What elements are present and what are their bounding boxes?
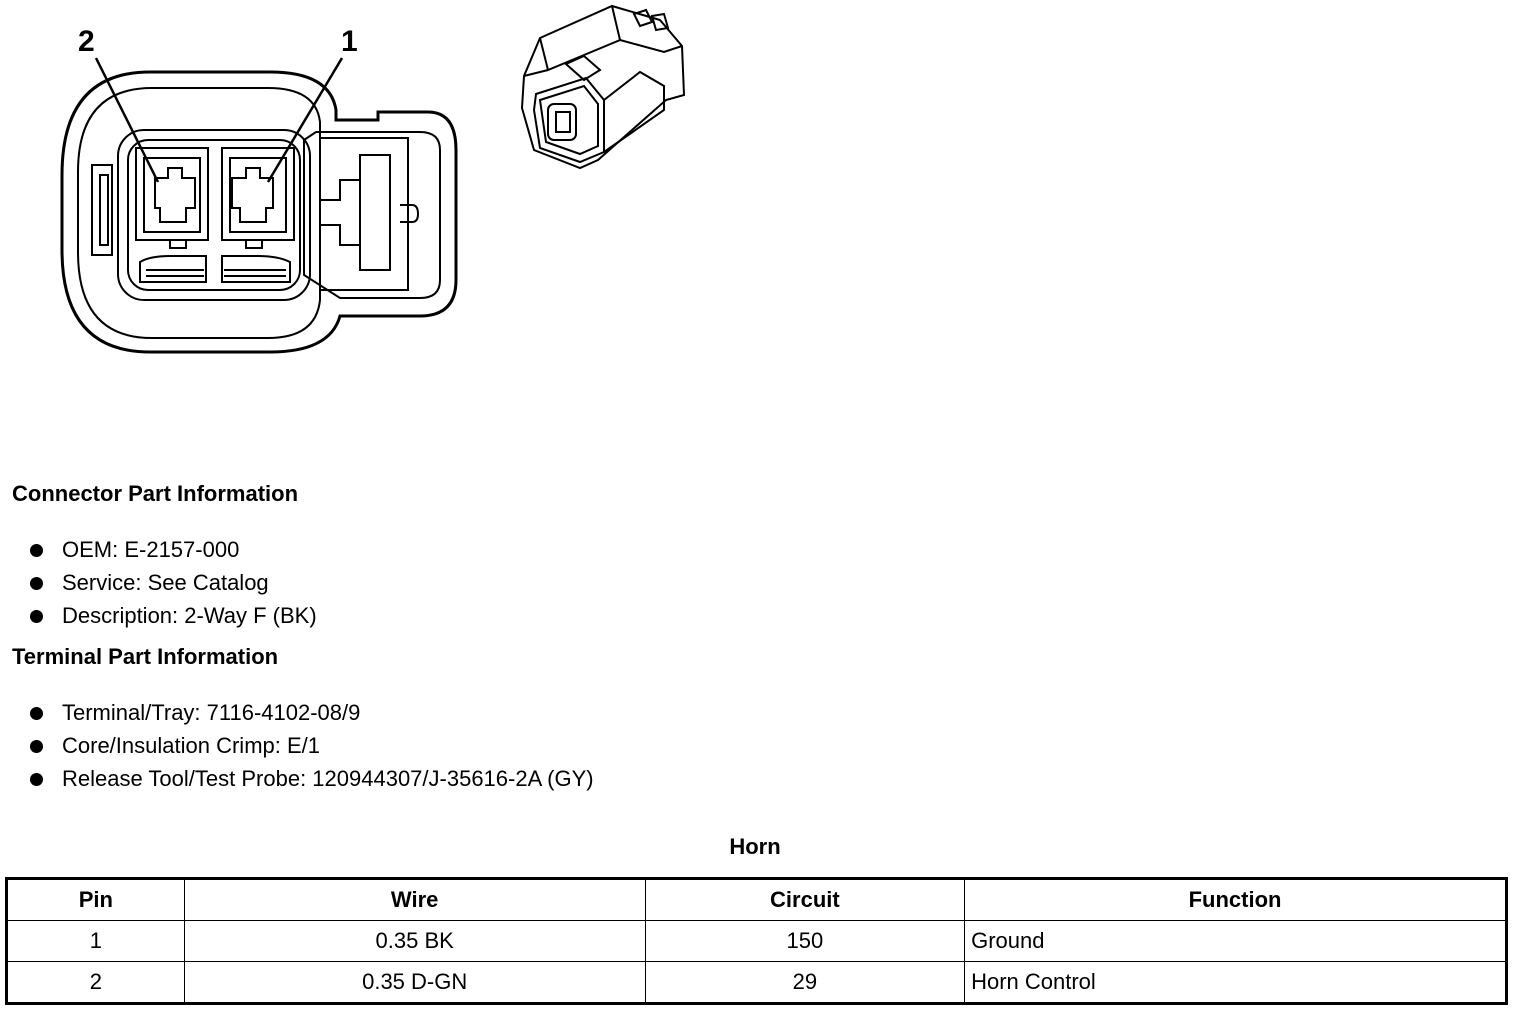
- column-header-wire: Wire: [183, 878, 646, 921]
- bullet-icon: [30, 707, 43, 720]
- connector-diagram: [60, 4, 686, 354]
- list-item: Service: See Catalog: [30, 566, 317, 599]
- list-item: OEM: E-2157-000: [30, 533, 317, 566]
- column-header-pin: Pin: [6, 878, 185, 921]
- terminal-part-info-heading: Terminal Part Information: [12, 644, 279, 669]
- pin-1-leader: [266, 57, 344, 183]
- pin-2-label: 2: [78, 25, 95, 58]
- bullet-icon: [30, 577, 43, 590]
- cell-circuit: 150: [644, 920, 966, 962]
- cell-function: Horn Control: [964, 961, 1507, 1004]
- cell-wire: 0.35 D-GN: [183, 961, 646, 1004]
- bullet-icon: [30, 610, 43, 623]
- connector-face-view: [60, 70, 458, 354]
- list-item: Core/Insulation Crimp: E/1: [30, 729, 594, 762]
- connector-part-info-list: OEM: E-2157-000 Service: See Catalog Des…: [30, 533, 317, 632]
- terminal-part-info-list: Terminal/Tray: 7116-4102-08/9 Core/Insul…: [30, 696, 594, 795]
- pinout-table: Pin Wire Circuit Function 1 0.35 BK 150 …: [5, 877, 1508, 1005]
- bullet-icon: [30, 773, 43, 786]
- column-header-circuit: Circuit: [644, 878, 966, 921]
- cell-pin: 1: [6, 920, 185, 962]
- table-row: 2 0.35 D-GN 29 Horn Control: [6, 961, 1507, 1004]
- list-item: Terminal/Tray: 7116-4102-08/9: [30, 696, 594, 729]
- connector-part-info-heading: Connector Part Information: [12, 481, 299, 506]
- column-header-function: Function: [964, 878, 1507, 921]
- pin-1-label: 1: [341, 25, 358, 58]
- pin-2-leader: [94, 57, 160, 183]
- connector-3d-view: [520, 4, 686, 170]
- cell-circuit: 29: [644, 961, 966, 1004]
- cell-function: Ground: [964, 920, 1507, 962]
- bullet-icon: [30, 740, 43, 753]
- bullet-icon: [30, 544, 43, 557]
- list-item: Release Tool/Test Probe: 120944307/J-356…: [30, 762, 594, 795]
- cell-pin: 2: [6, 961, 185, 1004]
- table-title: Horn: [729, 834, 781, 859]
- cell-wire: 0.35 BK: [183, 920, 646, 962]
- list-item: Description: 2-Way F (BK): [30, 599, 317, 632]
- table-header-row: Pin Wire Circuit Function: [6, 878, 1507, 921]
- table-row: 1 0.35 BK 150 Ground: [6, 920, 1507, 962]
